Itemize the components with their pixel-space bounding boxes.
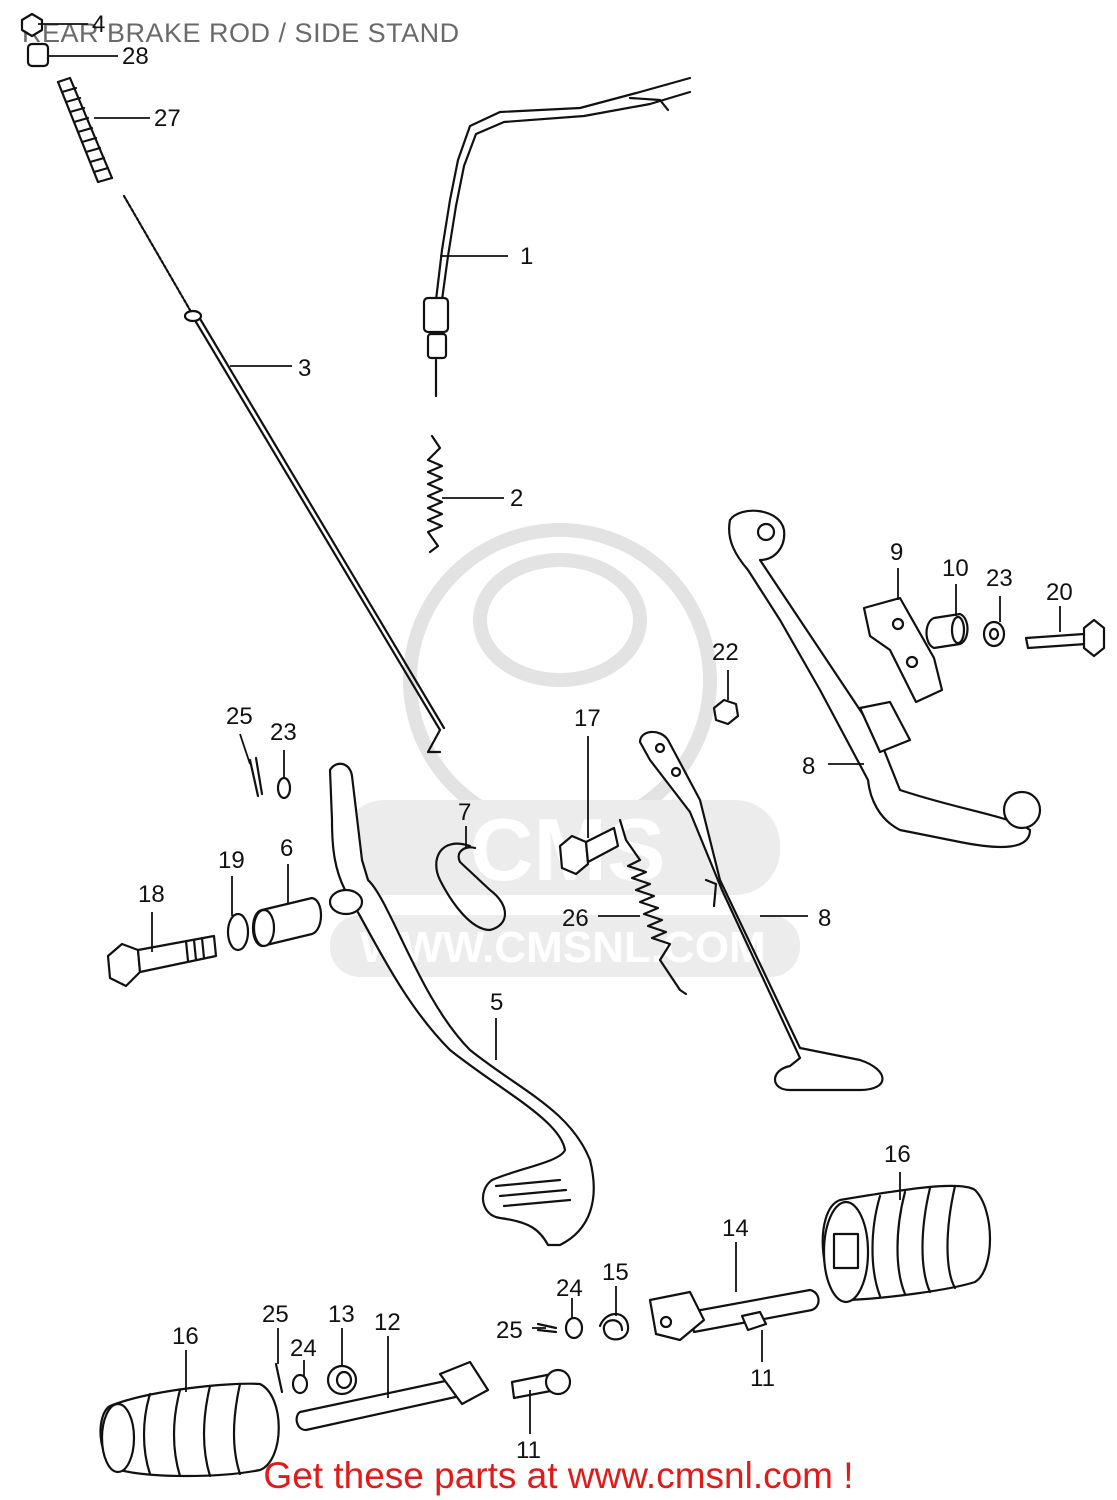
callout-17: 17 (574, 705, 601, 732)
part-25-pin-left (274, 1362, 284, 1394)
callout-9: 9 (890, 539, 903, 566)
part-24-washer-left (291, 1373, 309, 1395)
part-28-joint (26, 42, 50, 68)
callout-19: 19 (218, 847, 245, 874)
callout-labels: 1 2 3 4 5 6 7 8 8 9 10 11 11 12 13 14 15… (92, 11, 1073, 1464)
part-11-pin-bottom (510, 1368, 572, 1400)
callout-28: 28 (122, 43, 149, 70)
part-1-switch (422, 76, 692, 398)
watermark-url-text: WWW.CMSNL.COM (360, 923, 766, 972)
part-11-pin-right (740, 1310, 768, 1332)
callout-8-center: 8 (818, 905, 831, 932)
callout-26: 26 (562, 905, 589, 932)
part-10-collar (925, 612, 969, 650)
callout-23-left: 23 (270, 719, 297, 746)
callout-6: 6 (280, 835, 293, 862)
callout-23-right: 23 (986, 565, 1013, 592)
part-12-footpeg-left (295, 1360, 490, 1432)
part-16-footpeg-rubber-right (821, 1184, 991, 1304)
part-26-spring (618, 818, 688, 996)
watermark: CMS WWW.CMSNL.COM (330, 523, 800, 977)
part-25-pin-right (536, 1322, 558, 1334)
callout-25-right: 25 (496, 1317, 523, 1344)
callout-10: 10 (942, 555, 969, 582)
part-6-collar (251, 896, 323, 948)
callout-14: 14 (722, 1215, 749, 1242)
callout-20: 20 (1046, 579, 1073, 606)
callout-16-right: 16 (884, 1141, 911, 1168)
part-24-washer-right (564, 1316, 584, 1340)
part-5-brake-pedal (328, 762, 595, 1247)
callout-3: 3 (298, 355, 311, 382)
callout-11-bottom: 11 (516, 1437, 541, 1464)
part-14-footpeg-right (648, 1288, 820, 1342)
part-4-nut (20, 12, 44, 38)
callout-18: 18 (138, 881, 165, 908)
callout-12: 12 (374, 1309, 401, 1336)
part-3-brake-rod (122, 194, 446, 754)
part-27-spring (56, 76, 114, 184)
part-2-spring (426, 434, 444, 554)
callout-5: 5 (490, 989, 503, 1016)
footer-link-text[interactable]: Get these parts at www.cmsnl.com ! (263, 1455, 854, 1496)
part-18-bolt (106, 934, 218, 988)
part-19-washer (226, 912, 250, 952)
callout-15: 15 (602, 1259, 629, 1286)
callout-24-right: 24 (556, 1275, 583, 1302)
callout-22: 22 (712, 639, 739, 666)
callout-8-right: 8 (802, 753, 815, 780)
part-16-footpeg-rubber-left (99, 1382, 280, 1478)
callout-13: 13 (328, 1301, 355, 1328)
callout-11-right: 11 (750, 1365, 775, 1392)
callout-2: 2 (510, 485, 523, 512)
callout-4: 4 (92, 11, 105, 38)
callout-7: 7 (458, 799, 471, 826)
part-9-bracket (862, 596, 944, 704)
part-23-washer-right (982, 620, 1006, 648)
callout-1: 1 (520, 243, 533, 270)
part-8-side-stand-right (728, 509, 1042, 849)
part-20-bolt (1024, 618, 1106, 658)
part-13-spring (326, 1364, 358, 1396)
callout-25-upper: 25 (226, 703, 253, 730)
diagram-title: REAR BRAKE ROD / SIDE STAND (22, 18, 460, 48)
part-8-side-stand-center (638, 730, 884, 1092)
part-25-pin-upper (248, 756, 264, 798)
part-7-clip (435, 842, 506, 932)
part-22-nut (712, 698, 740, 726)
callout-24-left: 24 (290, 1335, 317, 1362)
part-23-washer-left (276, 776, 292, 800)
callout-leaders (38, 23, 1061, 1434)
callout-27: 27 (154, 105, 181, 132)
part-17-bolt (558, 826, 620, 876)
callout-25-left: 25 (262, 1301, 289, 1328)
callout-16-left: 16 (172, 1323, 199, 1350)
part-15-spring (598, 1312, 630, 1341)
